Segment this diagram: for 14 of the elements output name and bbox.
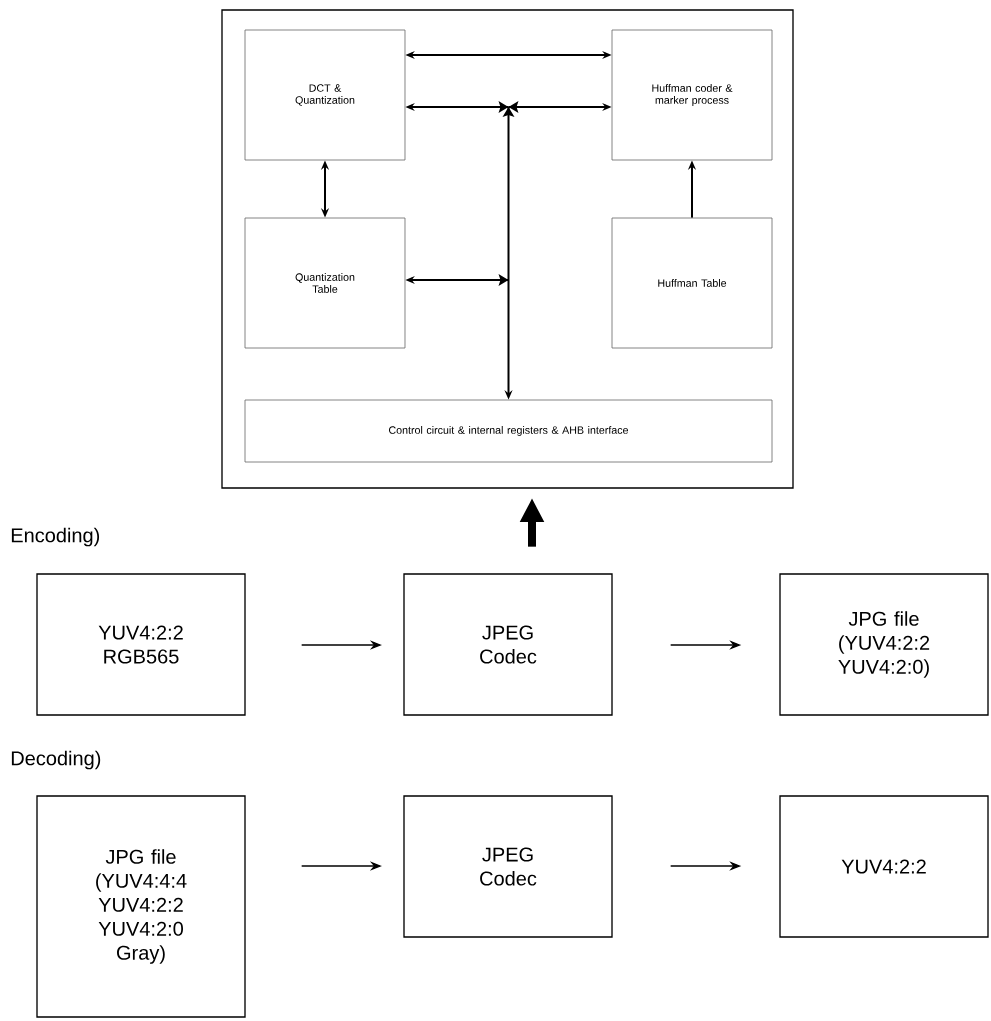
- block-box: Control circuit & internal registers & AHB interface: [244, 399, 773, 463]
- process-box: JPG file (YUV4:2:2 YUV4:2:0): [779, 573, 989, 716]
- block-box: Quantization Table: [244, 217, 406, 349]
- process-box: JPEG Codec: [403, 573, 613, 716]
- section-heading: Decoding): [11, 750, 101, 770]
- block-box: DCT & Quantization: [244, 29, 406, 161]
- block-box: Huffman coder & marker process: [611, 29, 773, 161]
- process-box: JPG file (YUV4:4:4 YUV4:2:2 YUV4:2:0 Gray): [36, 795, 246, 1018]
- block-box: Huffman Table: [611, 217, 773, 349]
- process-box: YUV4:2:2: [779, 795, 989, 938]
- process-box: YUV4:2:2 RGB565: [36, 573, 246, 716]
- section-heading: Encoding): [11, 527, 100, 547]
- outer-box: [221, 9, 794, 489]
- process-box: JPEG Codec: [403, 795, 613, 938]
